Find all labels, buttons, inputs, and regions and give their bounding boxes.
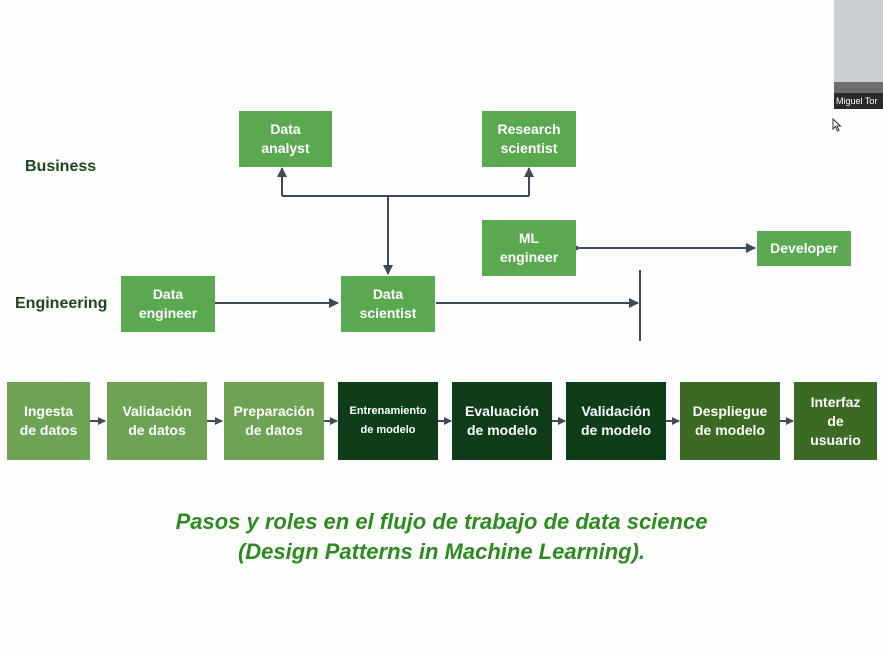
pipeline-step: Preparación de datos <box>224 382 324 460</box>
video-figure <box>834 82 883 94</box>
pipeline-step: Validación de modelo <box>566 382 666 460</box>
pipeline-step: Interfaz de usuario <box>794 382 877 460</box>
role-data-scientist: Data scientist <box>341 276 435 332</box>
pipeline-step: Validación de datos <box>107 382 207 460</box>
mouse-cursor-icon <box>832 118 842 132</box>
pipeline-step: Ingesta de datos <box>7 382 90 460</box>
pipeline-step: Entrenamiento de modelo <box>338 382 438 460</box>
role-ml-engineer: ML engineer <box>482 220 576 276</box>
caption-line-2: (Design Patterns in Machine Learning). <box>237 539 646 564</box>
role-data-analyst: Data analyst <box>239 111 332 167</box>
row-label-engineering: Engineering <box>15 295 108 312</box>
role-developer: Developer <box>757 231 851 266</box>
video-background <box>834 0 883 85</box>
caption-line-1: Pasos y roles en el flujo de trabajo de … <box>175 509 708 534</box>
participant-video-tile[interactable]: Miguel Tor <box>834 0 883 109</box>
role-data-engineer: Data engineer <box>121 276 215 332</box>
role-research-scientist: Research scientist <box>482 111 576 167</box>
pipeline-step: Evaluación de modelo <box>452 382 552 460</box>
row-label-business: Business <box>25 158 97 175</box>
participant-name: Miguel Tor <box>834 93 883 109</box>
pipeline-step: Despliegue de modelo <box>680 382 780 460</box>
